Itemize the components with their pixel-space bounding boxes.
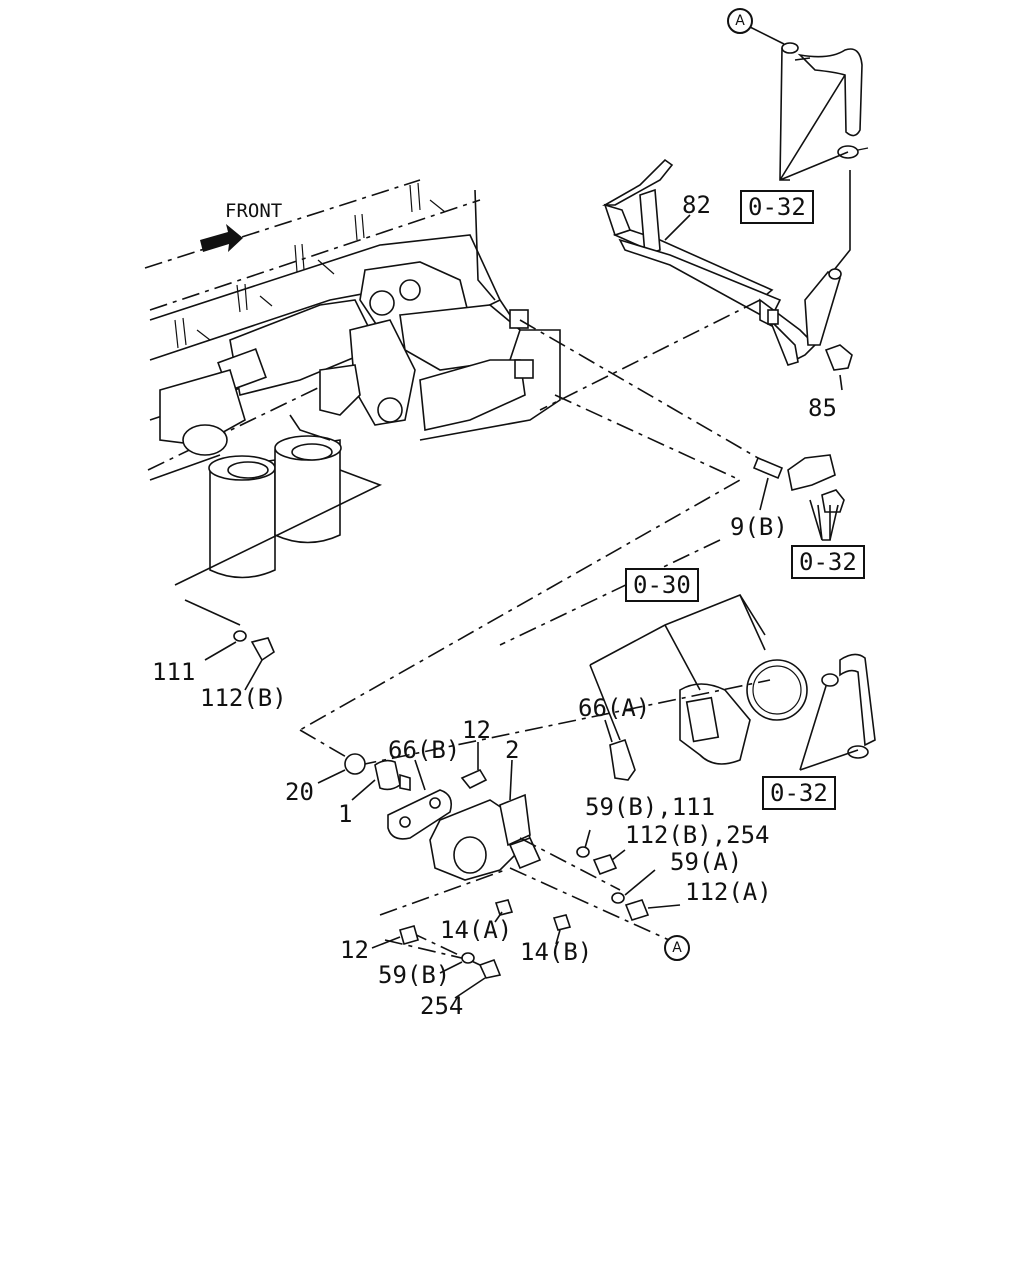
marker-a-top: A xyxy=(727,8,753,34)
water-pipe-assembly xyxy=(601,21,869,391)
part-label-2: 2 xyxy=(505,736,520,764)
part-label-12-top: 12 xyxy=(462,716,491,744)
stud-9b xyxy=(752,454,845,541)
engine-block xyxy=(144,179,561,626)
part-label-59b: 59(B) xyxy=(378,961,451,989)
part-label-254: 254 xyxy=(420,992,464,1020)
part-label-14a: 14(A) xyxy=(440,916,513,944)
washer-bolt-111-112b xyxy=(204,630,275,691)
part-label-112a: 112(A) xyxy=(685,878,772,906)
part-label-112b-254: 112(B),254 xyxy=(625,821,770,849)
part-label-12-bottom: 12 xyxy=(340,936,369,964)
marker-a-bottom: A xyxy=(664,935,690,961)
centre-lines xyxy=(299,299,766,731)
part-label-66a: 66(A) xyxy=(578,694,651,722)
front-arrow-icon xyxy=(200,224,243,252)
part-label-82: 82 xyxy=(682,191,711,219)
part-label-59a: 59(A) xyxy=(670,848,743,876)
reference-box-0-32-top[interactable]: 0-32 xyxy=(740,190,814,224)
reference-box-0-32-mid[interactable]: 0-32 xyxy=(791,545,865,579)
part-label-14b: 14(B) xyxy=(520,938,593,966)
part-label-20: 20 xyxy=(285,778,314,806)
part-label-85: 85 xyxy=(808,394,837,422)
reference-box-0-30[interactable]: 0-30 xyxy=(625,568,699,602)
front-label: FRONT xyxy=(225,200,283,222)
part-label-1: 1 xyxy=(338,800,353,828)
part-label-66b: 66(B) xyxy=(388,736,461,764)
reference-box-0-32-lower[interactable]: 0-32 xyxy=(762,776,836,810)
oil-cooler-assembly xyxy=(299,594,876,999)
part-label-112b: 112(B) xyxy=(200,684,287,712)
part-label-9b: 9(B) xyxy=(730,513,788,541)
part-label-111: 111 xyxy=(152,658,196,686)
part-label-59b-111: 59(B),111 xyxy=(585,793,716,821)
